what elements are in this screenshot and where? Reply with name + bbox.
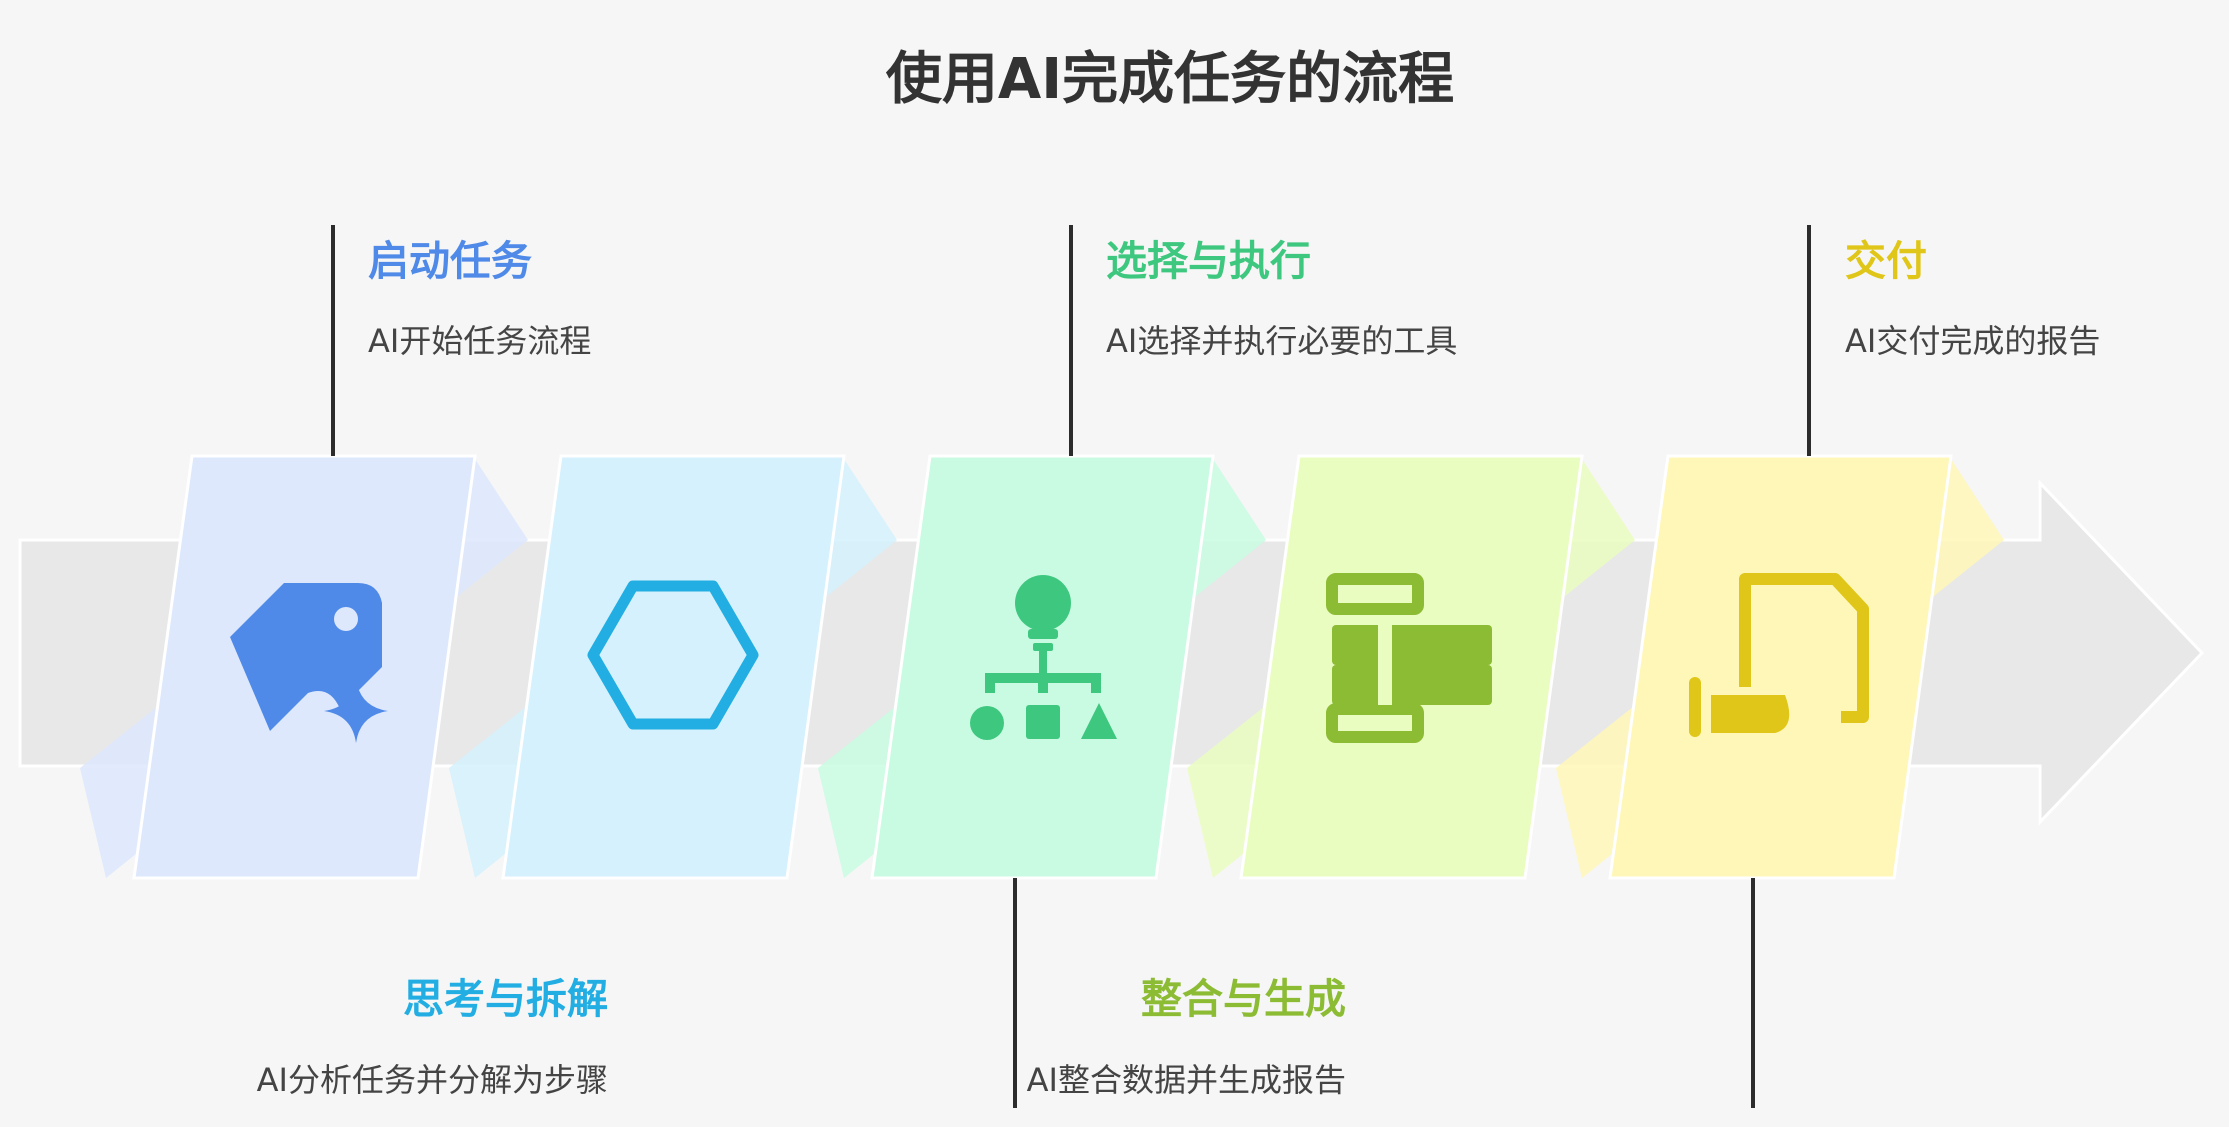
step-4-description: AI整合数据并生成报告 <box>1027 1061 1346 1099</box>
diagram-title: 使用AI完成任务的流程 <box>886 47 1454 112</box>
step-5-card <box>1608 454 1953 880</box>
hierarchy-icon <box>970 575 1117 740</box>
step-2-card <box>501 454 846 880</box>
scroll-document-icon <box>1689 573 1869 737</box>
step-2-title: 思考与拆解 <box>403 975 608 1023</box>
step-3-description: AI选择并执行必要的工具 <box>1106 322 1457 360</box>
hexagon-icon <box>587 580 759 730</box>
stacked-bars-icon <box>1326 573 1492 743</box>
step-5-description: AI交付完成的报告 <box>1845 322 2100 360</box>
step-1-title: 启动任务 <box>368 237 532 285</box>
step-3-title: 选择与执行 <box>1106 237 1311 285</box>
tag-sparkle-icon <box>230 583 388 743</box>
step-1-description: AI开始任务流程 <box>368 322 591 360</box>
step-4-title: 整合与生成 <box>1141 975 1346 1023</box>
step-5-title: 交付 <box>1845 237 1927 285</box>
step-connectors <box>331 225 1811 1108</box>
step-2-description: AI分析任务并分解为步骤 <box>257 1061 608 1099</box>
